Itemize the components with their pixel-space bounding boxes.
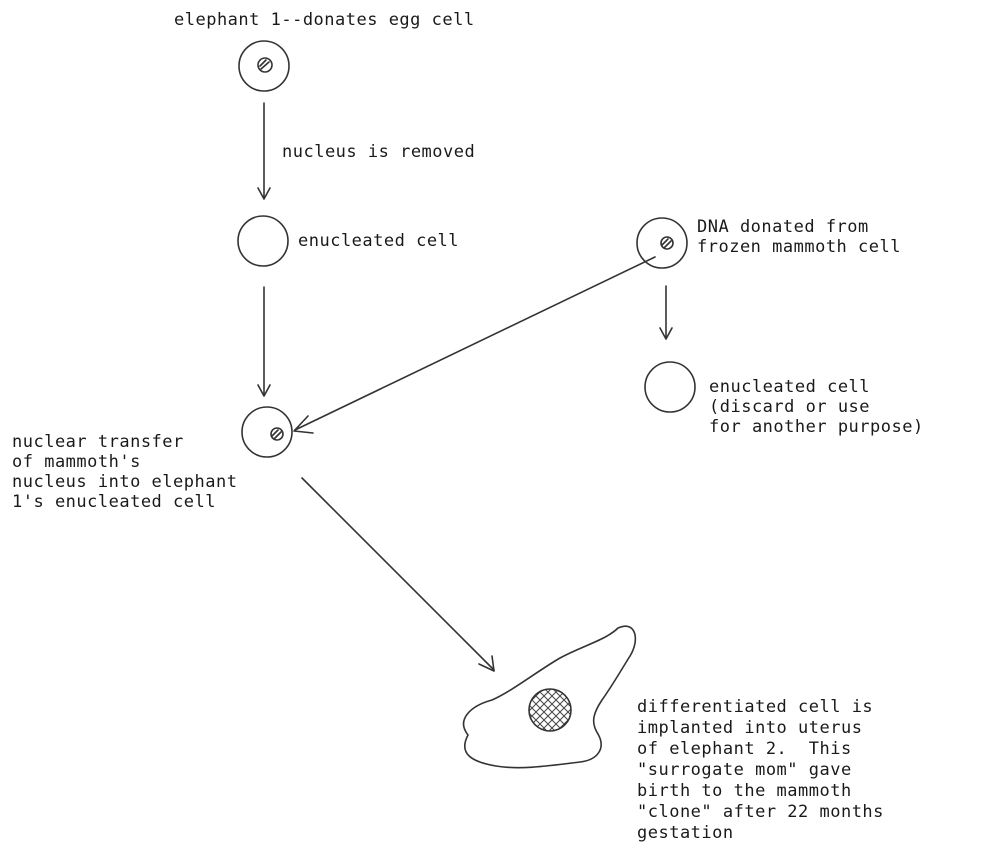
arrow-mammoth-enucleate	[659, 285, 673, 340]
enucleated-cell-right-icon	[644, 361, 696, 413]
enucleated-cell-left-label: enucleated cell	[298, 231, 460, 251]
arrow-to-transfer	[257, 286, 271, 397]
enucleated-cell-left-icon	[237, 215, 289, 267]
nuclear-transfer-label: nuclear transfer of mammoth's nucleus in…	[12, 432, 238, 512]
arrow-to-differentiated	[301, 477, 495, 672]
nucleus-removed-label: nucleus is removed	[282, 142, 476, 162]
arrow-dna-transfer	[293, 256, 656, 434]
egg-donor-label: elephant 1--donates egg cell	[174, 10, 475, 30]
transfer-cell-icon	[241, 406, 293, 458]
differentiated-cell-icon	[462, 625, 637, 769]
egg-cell-icon	[238, 40, 290, 92]
arrow-remove-nucleus	[257, 102, 271, 200]
dna-donor-label: DNA donated from frozen mammoth cell	[697, 217, 901, 257]
implanted-label: differentiated cell is implanted into ut…	[637, 697, 884, 843]
enucleated-cell-right-label: enucleated cell (discard or use for anot…	[709, 377, 924, 437]
mammoth-cell-icon	[636, 217, 688, 269]
